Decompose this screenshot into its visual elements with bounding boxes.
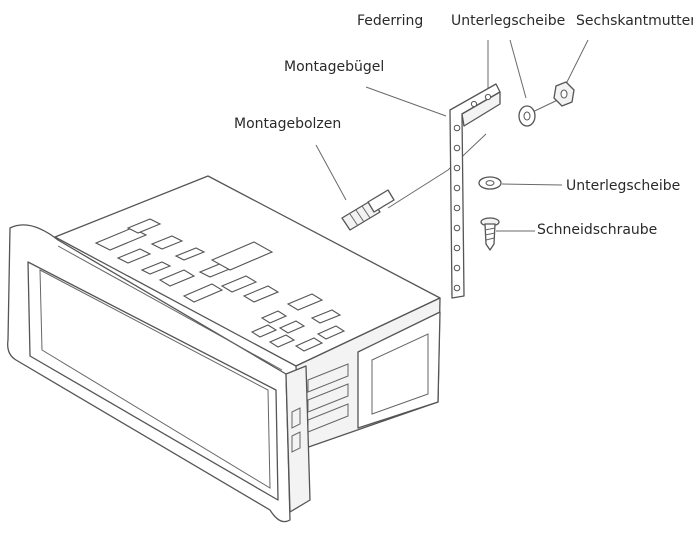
leader-lines bbox=[315, 39, 589, 232]
washer-side bbox=[478, 176, 502, 190]
label-federring: Federring bbox=[357, 13, 423, 29]
label-unterlegscheibe-top: Unterlegscheibe bbox=[451, 13, 565, 29]
radio-housing bbox=[54, 175, 441, 451]
housing-rear-panel bbox=[357, 311, 441, 429]
label-montagebolzen: Montagebolzen bbox=[234, 116, 341, 132]
label-unterlegscheibe-side: Unterlegscheibe bbox=[566, 178, 680, 194]
spring-washer bbox=[518, 105, 536, 127]
mounting-bolt bbox=[341, 189, 395, 231]
leader-unterlegscheibe-top bbox=[509, 39, 527, 99]
bolt-axis-line bbox=[387, 133, 487, 209]
hex-nut bbox=[553, 81, 575, 107]
label-montagebuegel: Montagebügel bbox=[284, 59, 384, 75]
label-schneidschraube: Schneidschraube bbox=[537, 222, 657, 238]
leader-unterlegscheibe-side bbox=[501, 183, 563, 186]
front-trim-frame bbox=[7, 224, 311, 523]
tapping-screw bbox=[480, 217, 500, 251]
trim-opening bbox=[27, 261, 279, 501]
housing-slots bbox=[94, 218, 346, 352]
leader-montagebuegel bbox=[365, 86, 447, 117]
leader-sechskantmutter bbox=[565, 39, 589, 85]
trim-side-plate bbox=[285, 365, 311, 513]
leader-montagebolzen bbox=[315, 144, 347, 201]
label-sechskantmutter: Sechskantmutter bbox=[576, 13, 693, 29]
mounting-bracket bbox=[449, 83, 501, 299]
